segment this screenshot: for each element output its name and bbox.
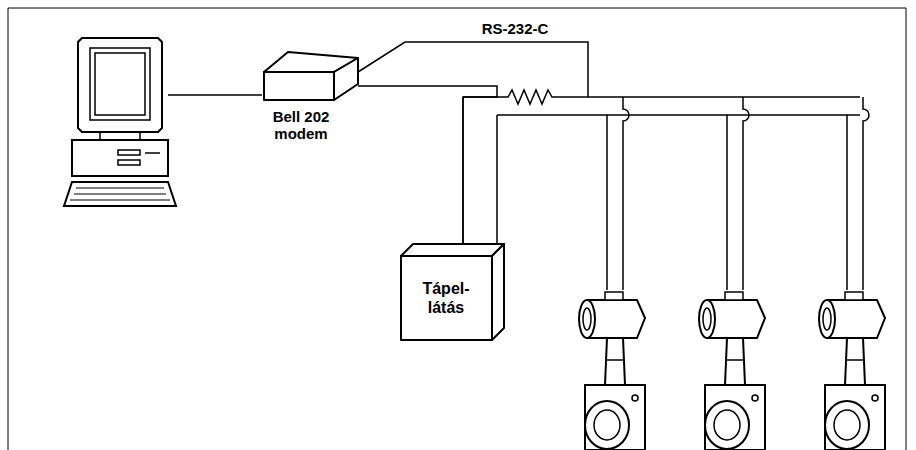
transmitter <box>699 292 765 450</box>
node-label: Bell 202 modem <box>256 108 346 142</box>
transmitter <box>579 292 645 450</box>
transmitter <box>819 292 885 450</box>
node-label: Tápel- látás <box>404 256 488 340</box>
wire-connector <box>358 86 497 244</box>
modem-box: Bell 202 modem <box>262 50 360 102</box>
signal-label: RS-232-C <box>460 20 570 37</box>
box-outline <box>262 50 360 102</box>
power-supply-box: Tápel- látás <box>400 243 506 341</box>
